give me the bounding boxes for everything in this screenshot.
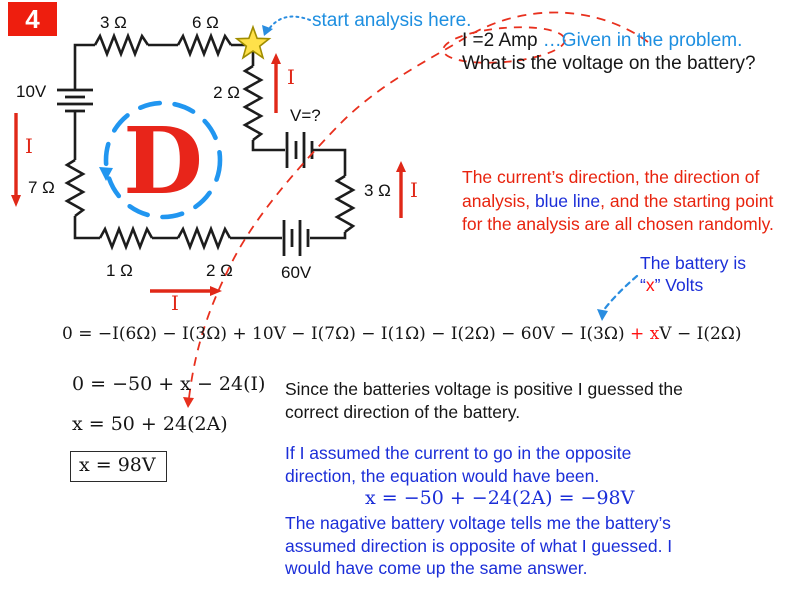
positive-guess-line2: correct direction of the battery.	[285, 401, 521, 422]
random-note-line2-post: , and the starting point	[600, 190, 774, 211]
start-analysis-note: start analysis here.	[312, 10, 472, 31]
negative-note-line2: assumed direction is opposite of what I …	[285, 535, 673, 556]
label-battery-unknown: V=?	[290, 106, 321, 125]
negative-note-line3: would have come up the same answer.	[285, 558, 588, 578]
circuit-wires	[73, 43, 347, 240]
slide-number-badge: 4	[8, 2, 57, 36]
given-current-callout-curve	[188, 11, 649, 399]
result-box: x = 98V	[70, 451, 167, 482]
random-note-line1: The current’s direction, the direction o…	[462, 167, 760, 187]
resistor-2ohm-right	[242, 64, 264, 142]
result-value: x = 98V	[70, 451, 167, 482]
label-resistor-1ohm: 1 Ω	[106, 261, 133, 280]
equation-step1: 0 = −50 + x − 24(I)	[72, 373, 266, 395]
label-battery-60v: 60V	[281, 263, 312, 282]
positive-guess-note: Since the batteries voltage is positive …	[285, 378, 683, 423]
current-arrows	[11, 53, 406, 296]
question-text: What is the voltage on the battery?	[462, 53, 756, 74]
resistor-6ohm-top	[176, 32, 233, 58]
label-resistor-3ohm-top: 3 Ω	[100, 13, 127, 32]
random-note-line2-pre: analysis,	[462, 190, 535, 211]
opposite-direction-note: If I assumed the current to go in the op…	[285, 442, 631, 487]
start-analysis-arrowhead-icon	[262, 25, 273, 36]
label-resistor-3ohm-lower: 3 Ω	[364, 181, 391, 200]
negative-voltage-note: The nagative battery voltage tells me th…	[285, 512, 672, 580]
label-battery-10v: 10V	[16, 82, 47, 101]
battery-unknown-icon	[285, 132, 314, 168]
label-resistor-6ohm-top: 6 Ω	[192, 13, 219, 32]
battery-x-line1: The battery is	[640, 253, 747, 273]
resistor-3ohm-top	[93, 32, 150, 58]
given-current-value: I =2 Amp	[462, 30, 543, 51]
alternate-equation: x = −50 + −24(2A) = −98V	[365, 487, 635, 509]
battery-x-volts: ” Volts	[654, 275, 704, 295]
kvl-equation-x-term: + x	[630, 324, 660, 344]
current-label-left: I	[25, 134, 33, 158]
negative-note-line1: The nagative battery voltage tells me th…	[285, 513, 671, 533]
resistor-7ohm-left	[64, 158, 86, 218]
analysis-loop-circle	[103, 100, 223, 220]
problem-statement: I =2 Amp …Given in the problem. What is …	[462, 29, 756, 75]
battery-x-variable: x	[645, 275, 655, 295]
kvl-equation-pre: 0 = −I(6Ω) − I(3Ω) + 10V − I(7Ω) − I(1Ω)…	[62, 324, 631, 344]
positive-guess-line1: Since the batteries voltage is positive …	[285, 379, 683, 399]
loop-letter: D	[123, 107, 203, 215]
given-line: I =2 Amp …Given in the problem.	[462, 29, 756, 52]
battery-60v-icon	[282, 220, 310, 256]
kvl-equation: 0 = −I(6Ω) − I(3Ω) + 10V − I(7Ω) − I(1Ω)…	[62, 324, 742, 344]
battery-x-quote: “	[640, 275, 646, 295]
battery-x-line2: “x” Volts	[640, 274, 746, 296]
label-resistor-7ohm: 7 Ω	[28, 178, 55, 197]
given-current-ellipse	[442, 26, 566, 64]
battery-x-note: The battery is “x” Volts	[640, 252, 746, 296]
start-analysis-arrow	[268, 15, 311, 30]
opposite-note-line2: direction, the equation would have been.	[285, 465, 600, 486]
battery-10v-icon	[57, 88, 93, 113]
kvl-equation-post: V − I(2Ω)	[659, 324, 742, 344]
current-label-bottom: I	[171, 291, 179, 315]
label-resistor-2ohm-bottom: 2 Ω	[206, 261, 233, 280]
battery-x-arrowhead-icon	[597, 309, 608, 321]
resistor-3ohm-lower-right	[334, 174, 356, 234]
resistor-2ohm-bottom	[176, 225, 232, 251]
random-choice-note: The current’s direction, the direction o…	[462, 166, 774, 237]
given-note: …Given in the problem.	[542, 30, 743, 51]
resistor-1ohm-bottom	[98, 225, 154, 251]
star-icon	[234, 24, 272, 60]
label-resistor-2ohm-right: 2 Ω	[213, 83, 240, 102]
battery-x-arrow	[601, 274, 639, 313]
random-note-blue-line: blue line	[534, 190, 601, 211]
given-current-arrowhead-icon	[183, 397, 194, 408]
current-label-mid-right: I	[410, 178, 418, 202]
opposite-note-line1: If I assumed the current to go in the op…	[285, 443, 632, 463]
loop-direction-arrowhead-icon	[99, 167, 113, 181]
random-note-line2: analysis, blue line, and the starting po…	[462, 190, 774, 214]
random-note-line3: for the analysis are all chosen randomly…	[462, 214, 774, 234]
equation-step2: x = 50 + 24(2A)	[72, 413, 228, 435]
current-label-top-right: I	[287, 65, 295, 89]
